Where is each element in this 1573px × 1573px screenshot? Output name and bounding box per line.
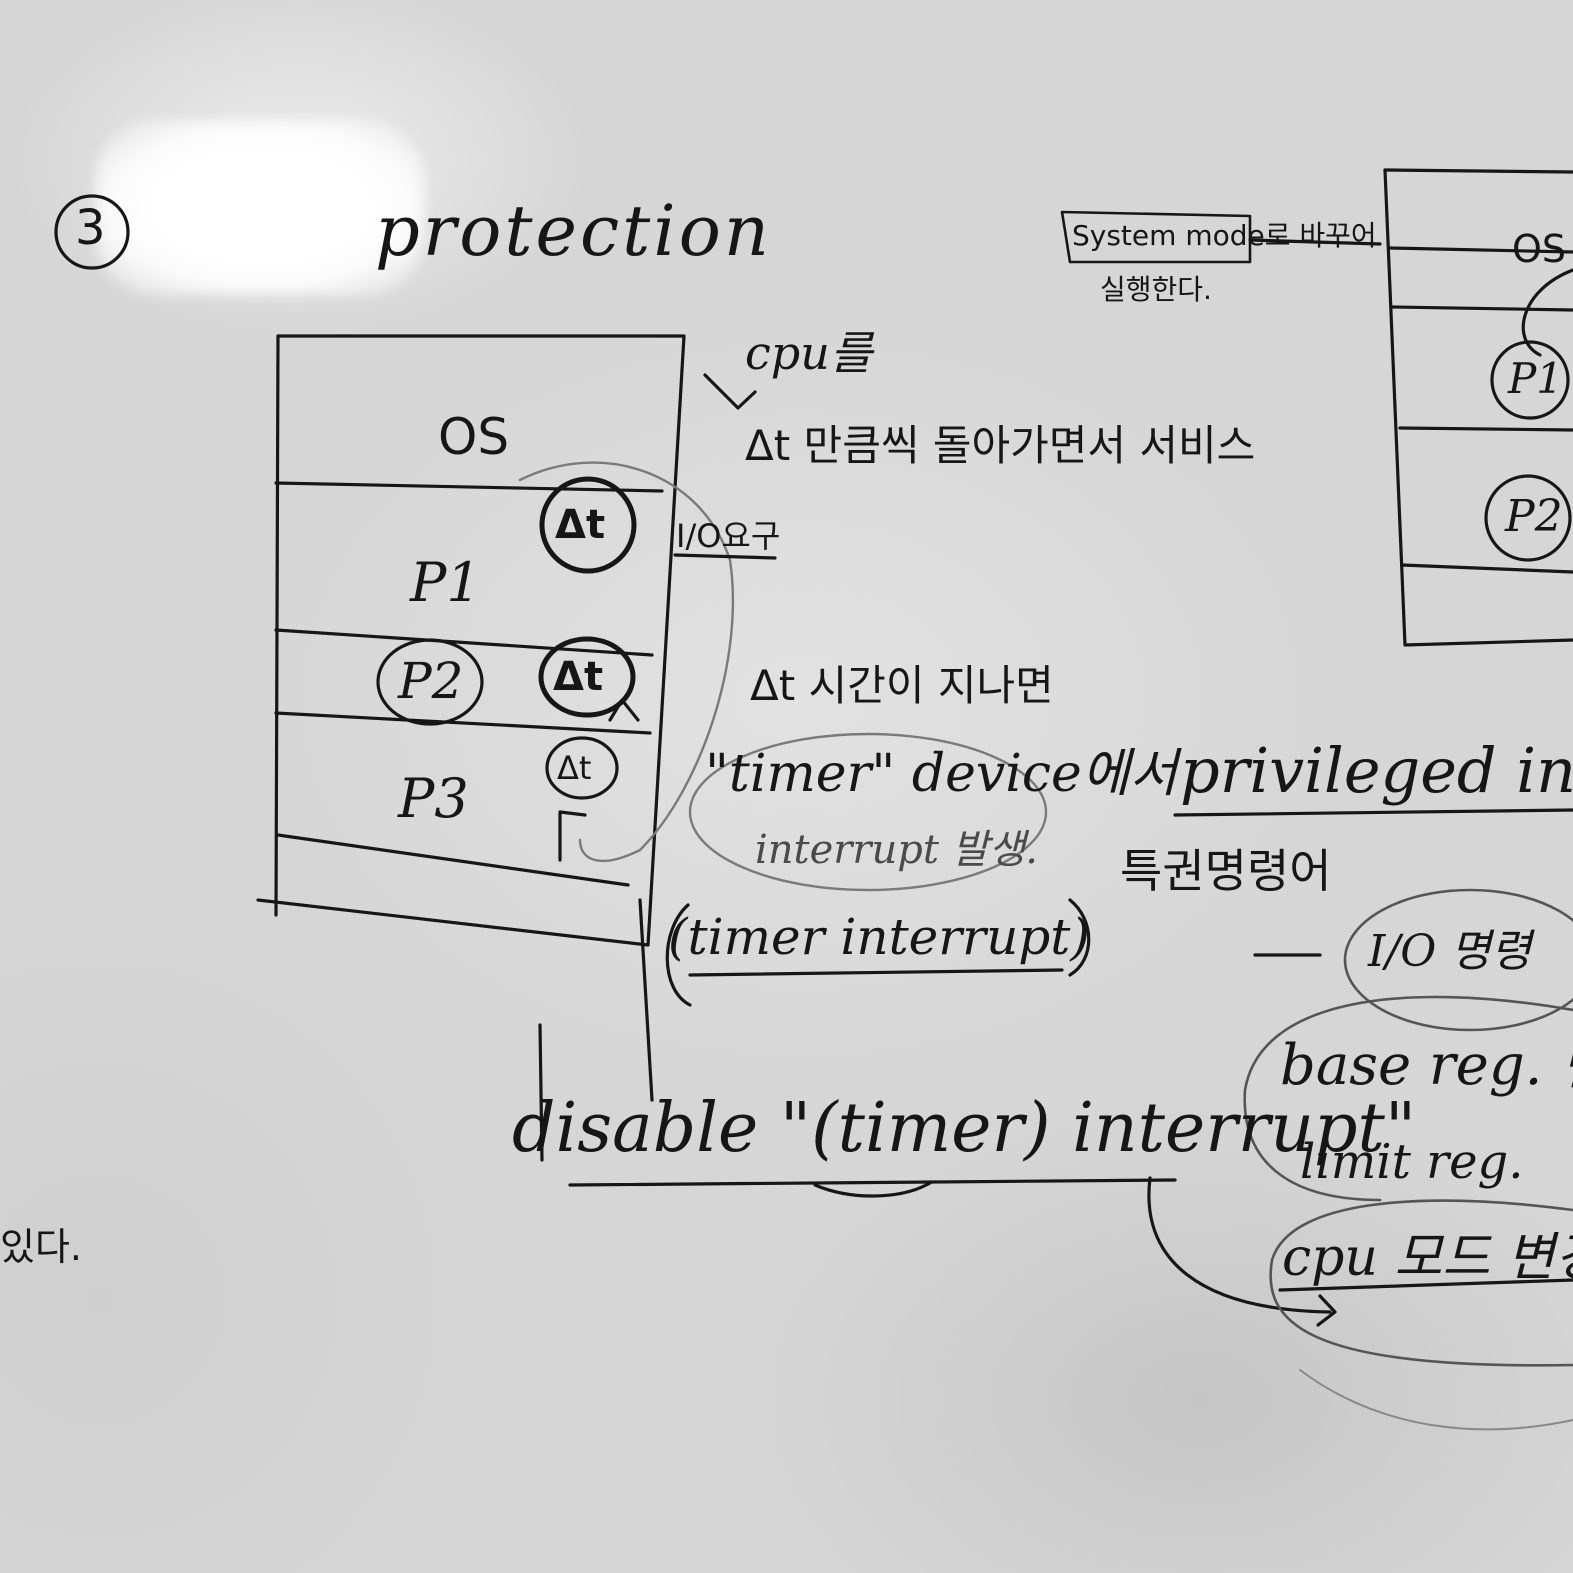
section-title: protection — [375, 190, 772, 272]
memory-box-outline — [256, 334, 686, 947]
note-io-cmd: I/O 명령 — [1368, 926, 1532, 977]
note-after-dt: Δt 시간이 지나면 — [750, 661, 1054, 710]
note-cpu: cpu를 — [745, 326, 873, 380]
section-number-circle — [54, 194, 130, 270]
note-interrupt-occurs: interrupt 발생. — [755, 827, 1039, 873]
note-round-robin: Δt 만큼씩 돌아가면서 서비스 — [745, 421, 1256, 470]
note-timer-interrupt: (timer interrupt) — [668, 908, 1090, 966]
dt-label-1: Δt — [555, 502, 606, 548]
row-label-os: OS — [438, 408, 510, 466]
note-io-request: I/O요구 — [676, 517, 781, 555]
row-label-p1: P1 — [410, 551, 481, 614]
right-row-os: OS — [1512, 227, 1567, 271]
dt-circle-1 — [539, 476, 637, 574]
right-row-p2: P2 — [1505, 491, 1563, 542]
note-privileged: privileged inst — [1180, 734, 1573, 807]
note-timer-device: "timer" device에서 — [705, 744, 1178, 804]
note-limit-reg: limit reg. — [1300, 1134, 1524, 1190]
note-execute: 실행한다. — [1100, 273, 1212, 306]
divider-os-p1 — [274, 481, 664, 493]
right-row-p1: P1 — [1508, 354, 1563, 403]
row-label-p2: P2 — [398, 652, 464, 710]
dt-label-2: Δt — [553, 654, 604, 700]
note-base-reg: base reg. 변 — [1280, 1033, 1573, 1098]
note-privileged-ko: 특권명령어 — [1120, 844, 1332, 898]
note-disable: disable "(timer) interrupt" — [512, 1089, 1417, 1168]
dt-label-3: Δt — [557, 749, 592, 787]
divider-p1-p2 — [274, 628, 654, 657]
dt-circle-2 — [538, 636, 636, 718]
note-system-mode: System mode로 바꾸어 — [1072, 219, 1377, 252]
p2-circle — [376, 638, 484, 726]
dt-circle-3 — [545, 736, 619, 800]
left-edge-fragment: 있다. — [0, 1225, 82, 1269]
divider-p3-end — [276, 833, 630, 887]
section-number: 3 — [75, 200, 106, 256]
divider-p2-p3 — [274, 711, 652, 735]
row-label-p3: P3 — [398, 767, 469, 830]
light-glare — [95, 120, 425, 295]
note-cpu-mode: cpu 모드 변경 — [1282, 1228, 1573, 1288]
